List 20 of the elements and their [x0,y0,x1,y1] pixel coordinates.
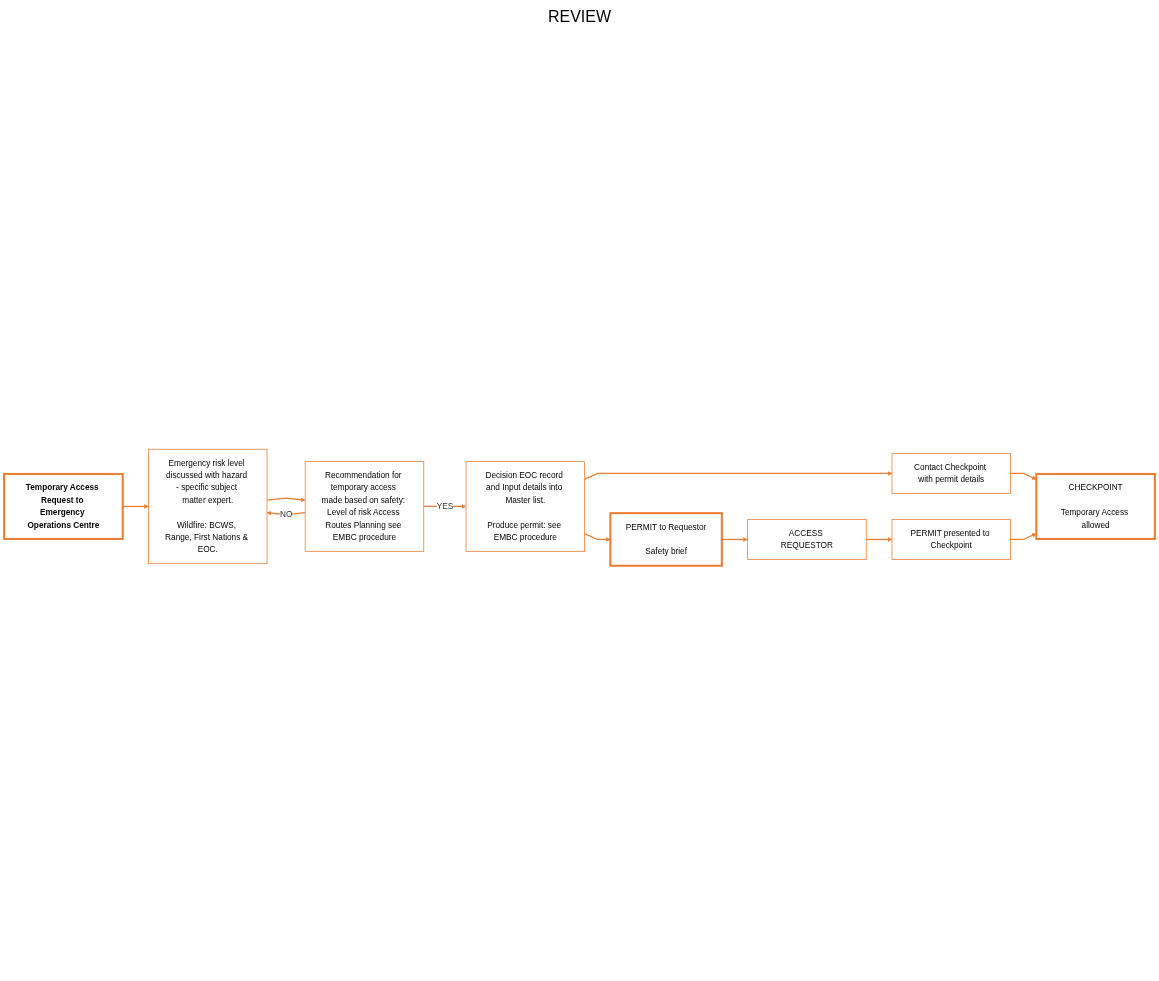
arrow [583,471,893,480]
node-box: Decision EOC record and Input details into Master list. Produce permit: see EMBC procedure [465,461,585,552]
node-box: PERMIT presented to Checkpoint [891,518,1011,560]
arrow [266,497,306,503]
node-box: Recommendation for temporary access made based on safety: Level of risk Access Routes Planning see EMBC procedure [304,461,425,552]
arrow [721,537,748,542]
note-text: REVIEW [547,8,612,25]
edge-label: NO [279,510,293,519]
node-box: Emergency risk level discussed with hazard - specific subject matter expert. Wildfire: BCWS, Range, First Nations & EOC. [148,448,268,565]
node-box: Temporary Access Request to Emergency Operations Centre [3,472,124,540]
arrow [1009,472,1037,480]
node-box: ACCESS REQUESTOR [747,518,867,560]
arrow [122,504,149,509]
node-box: CHECKPOINT Temporary Access allowed [1035,472,1156,540]
node-box: Contact Checkpoint with permit details [891,453,1011,494]
node-box: PERMIT to Requestor Safety brief [609,512,723,567]
edge-label: YES [436,501,454,511]
arrow [1009,533,1037,541]
arrow [865,537,893,542]
arrow [583,532,611,542]
